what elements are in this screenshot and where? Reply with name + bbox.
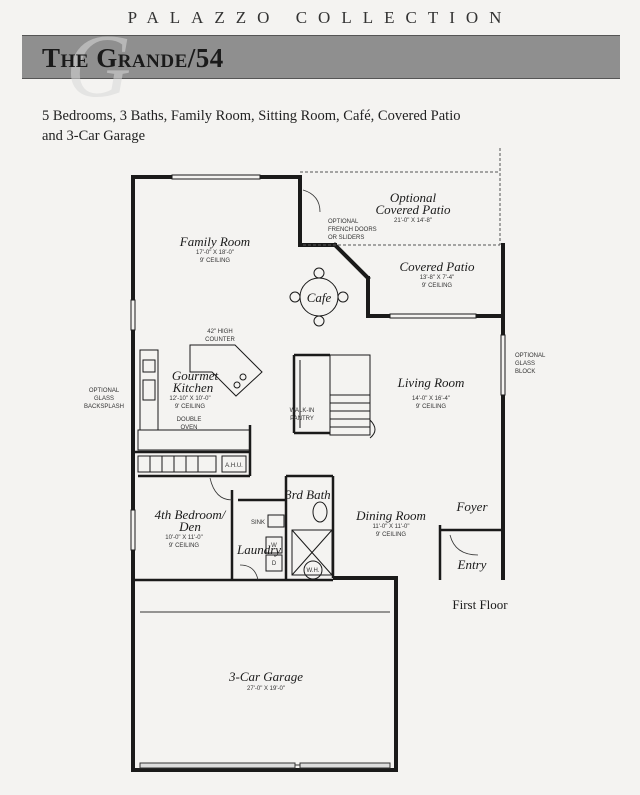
- bedroom4-label-2: Den: [178, 519, 201, 534]
- windows: [130, 174, 506, 551]
- double-oven-note-2: OVEN: [180, 425, 197, 431]
- model-title-band: G The Grande/54: [22, 22, 620, 112]
- pantry-note-1: WALK-IN: [290, 408, 315, 414]
- ahu-note: A.H.U.: [225, 463, 243, 469]
- dryer-note: D: [272, 561, 277, 567]
- living-room-size: 14'-0" X 16'-4": [412, 396, 450, 402]
- room-labels: Family Room 17'-0" X 18'-0" 9' CEILING O…: [155, 190, 489, 692]
- bedroom4-ceiling: 9' CEILING: [169, 543, 199, 549]
- floor-label: First Floor: [452, 597, 508, 612]
- annotations: OPTIONAL FRENCH DOORS OR SLIDERS 42" HIG…: [84, 219, 546, 574]
- collection-name: PALAZZO COLLECTION: [127, 8, 513, 27]
- glass-block-note-3: BLOCK: [515, 369, 535, 375]
- garage-size: 27'-0" X 19'-0": [247, 686, 285, 692]
- counter-note-2: COUNTER: [205, 337, 235, 343]
- double-oven-note-1: DOUBLE: [177, 417, 202, 423]
- feature-summary: 5 Bedrooms, 3 Baths, Family Room, Sittin…: [42, 108, 461, 144]
- kitchen-ceiling: 9' CEILING: [175, 404, 205, 410]
- french-doors-note-3: OR SLIDERS: [328, 235, 364, 241]
- cafe-table: [289, 267, 349, 327]
- optional-patio-label-2: Covered Patio: [376, 202, 451, 217]
- counter-note-1: 42" HIGH: [207, 329, 232, 335]
- model-title: The Grande/54: [42, 43, 224, 73]
- optional-patio-label-1: Optional: [390, 190, 437, 205]
- living-room-ceiling: 9' CEILING: [416, 404, 446, 410]
- garage-details: [139, 611, 391, 769]
- bath3-label: 3rd Bath: [284, 487, 330, 502]
- watermark-logo: G: [66, 17, 131, 116]
- covered-patio-ceiling: 9' CEILING: [422, 283, 452, 289]
- glass-block-note-1: OPTIONAL: [515, 353, 546, 359]
- optional-patio-size: 21'-0" X 14'-8": [394, 218, 432, 224]
- french-doors-note-1: OPTIONAL: [328, 219, 359, 225]
- family-room-size: 17'-0" X 18'-0": [196, 250, 234, 256]
- family-room-label: Family Room: [179, 234, 250, 249]
- pantry-note-2: PANTRY: [290, 416, 314, 422]
- french-doors-note-2: FRENCH DOORS: [328, 227, 377, 233]
- kitchen-size: 12'-10" X 10'-0": [169, 396, 210, 402]
- garage-label: 3-Car Garage: [228, 669, 303, 684]
- entry-label: Entry: [457, 557, 487, 572]
- kitchen-label-1: Gourmet: [172, 368, 219, 383]
- laundry-label: Laundry: [236, 542, 281, 557]
- glass-backsplash-note-1: OPTIONAL: [89, 388, 120, 394]
- family-room-ceiling: 9' CEILING: [200, 258, 230, 264]
- laundry-fixtures: [265, 536, 283, 572]
- exterior-walls: [131, 175, 505, 772]
- sink-note: SINK: [251, 520, 265, 526]
- water-heater-note: W.H.: [307, 568, 320, 574]
- covered-patio-size: 13'-8" X 7'-4": [420, 275, 455, 281]
- covered-patio-label: Covered Patio: [400, 259, 475, 274]
- cafe-label: Cafe: [307, 290, 332, 305]
- glass-backsplash-note-2: GLASS: [94, 396, 114, 402]
- optional-patio-outline: [300, 148, 501, 246]
- foyer-label: Foyer: [455, 499, 488, 514]
- bedroom4-label-1: 4th Bedroom/: [155, 507, 227, 522]
- glass-backsplash-note-3: BACKSPLASH: [84, 404, 124, 410]
- door-swings: [209, 189, 479, 581]
- bath-fixtures: [267, 501, 333, 580]
- dining-room-label: Dining Room: [355, 508, 426, 523]
- bedroom4-size: 10'-0" X 11'-0": [165, 535, 202, 541]
- kitchen-label-2: Kitchen: [172, 380, 213, 395]
- stairs: [299, 354, 376, 439]
- dining-room-ceiling: 9' CEILING: [376, 532, 406, 538]
- living-room-label: Living Room: [397, 375, 465, 390]
- kitchen-fixtures: [137, 344, 263, 473]
- washer-note: W: [271, 543, 277, 549]
- glass-block-note-2: GLASS: [515, 361, 535, 367]
- dining-room-size: 11'-0" X 11'-0": [372, 524, 409, 530]
